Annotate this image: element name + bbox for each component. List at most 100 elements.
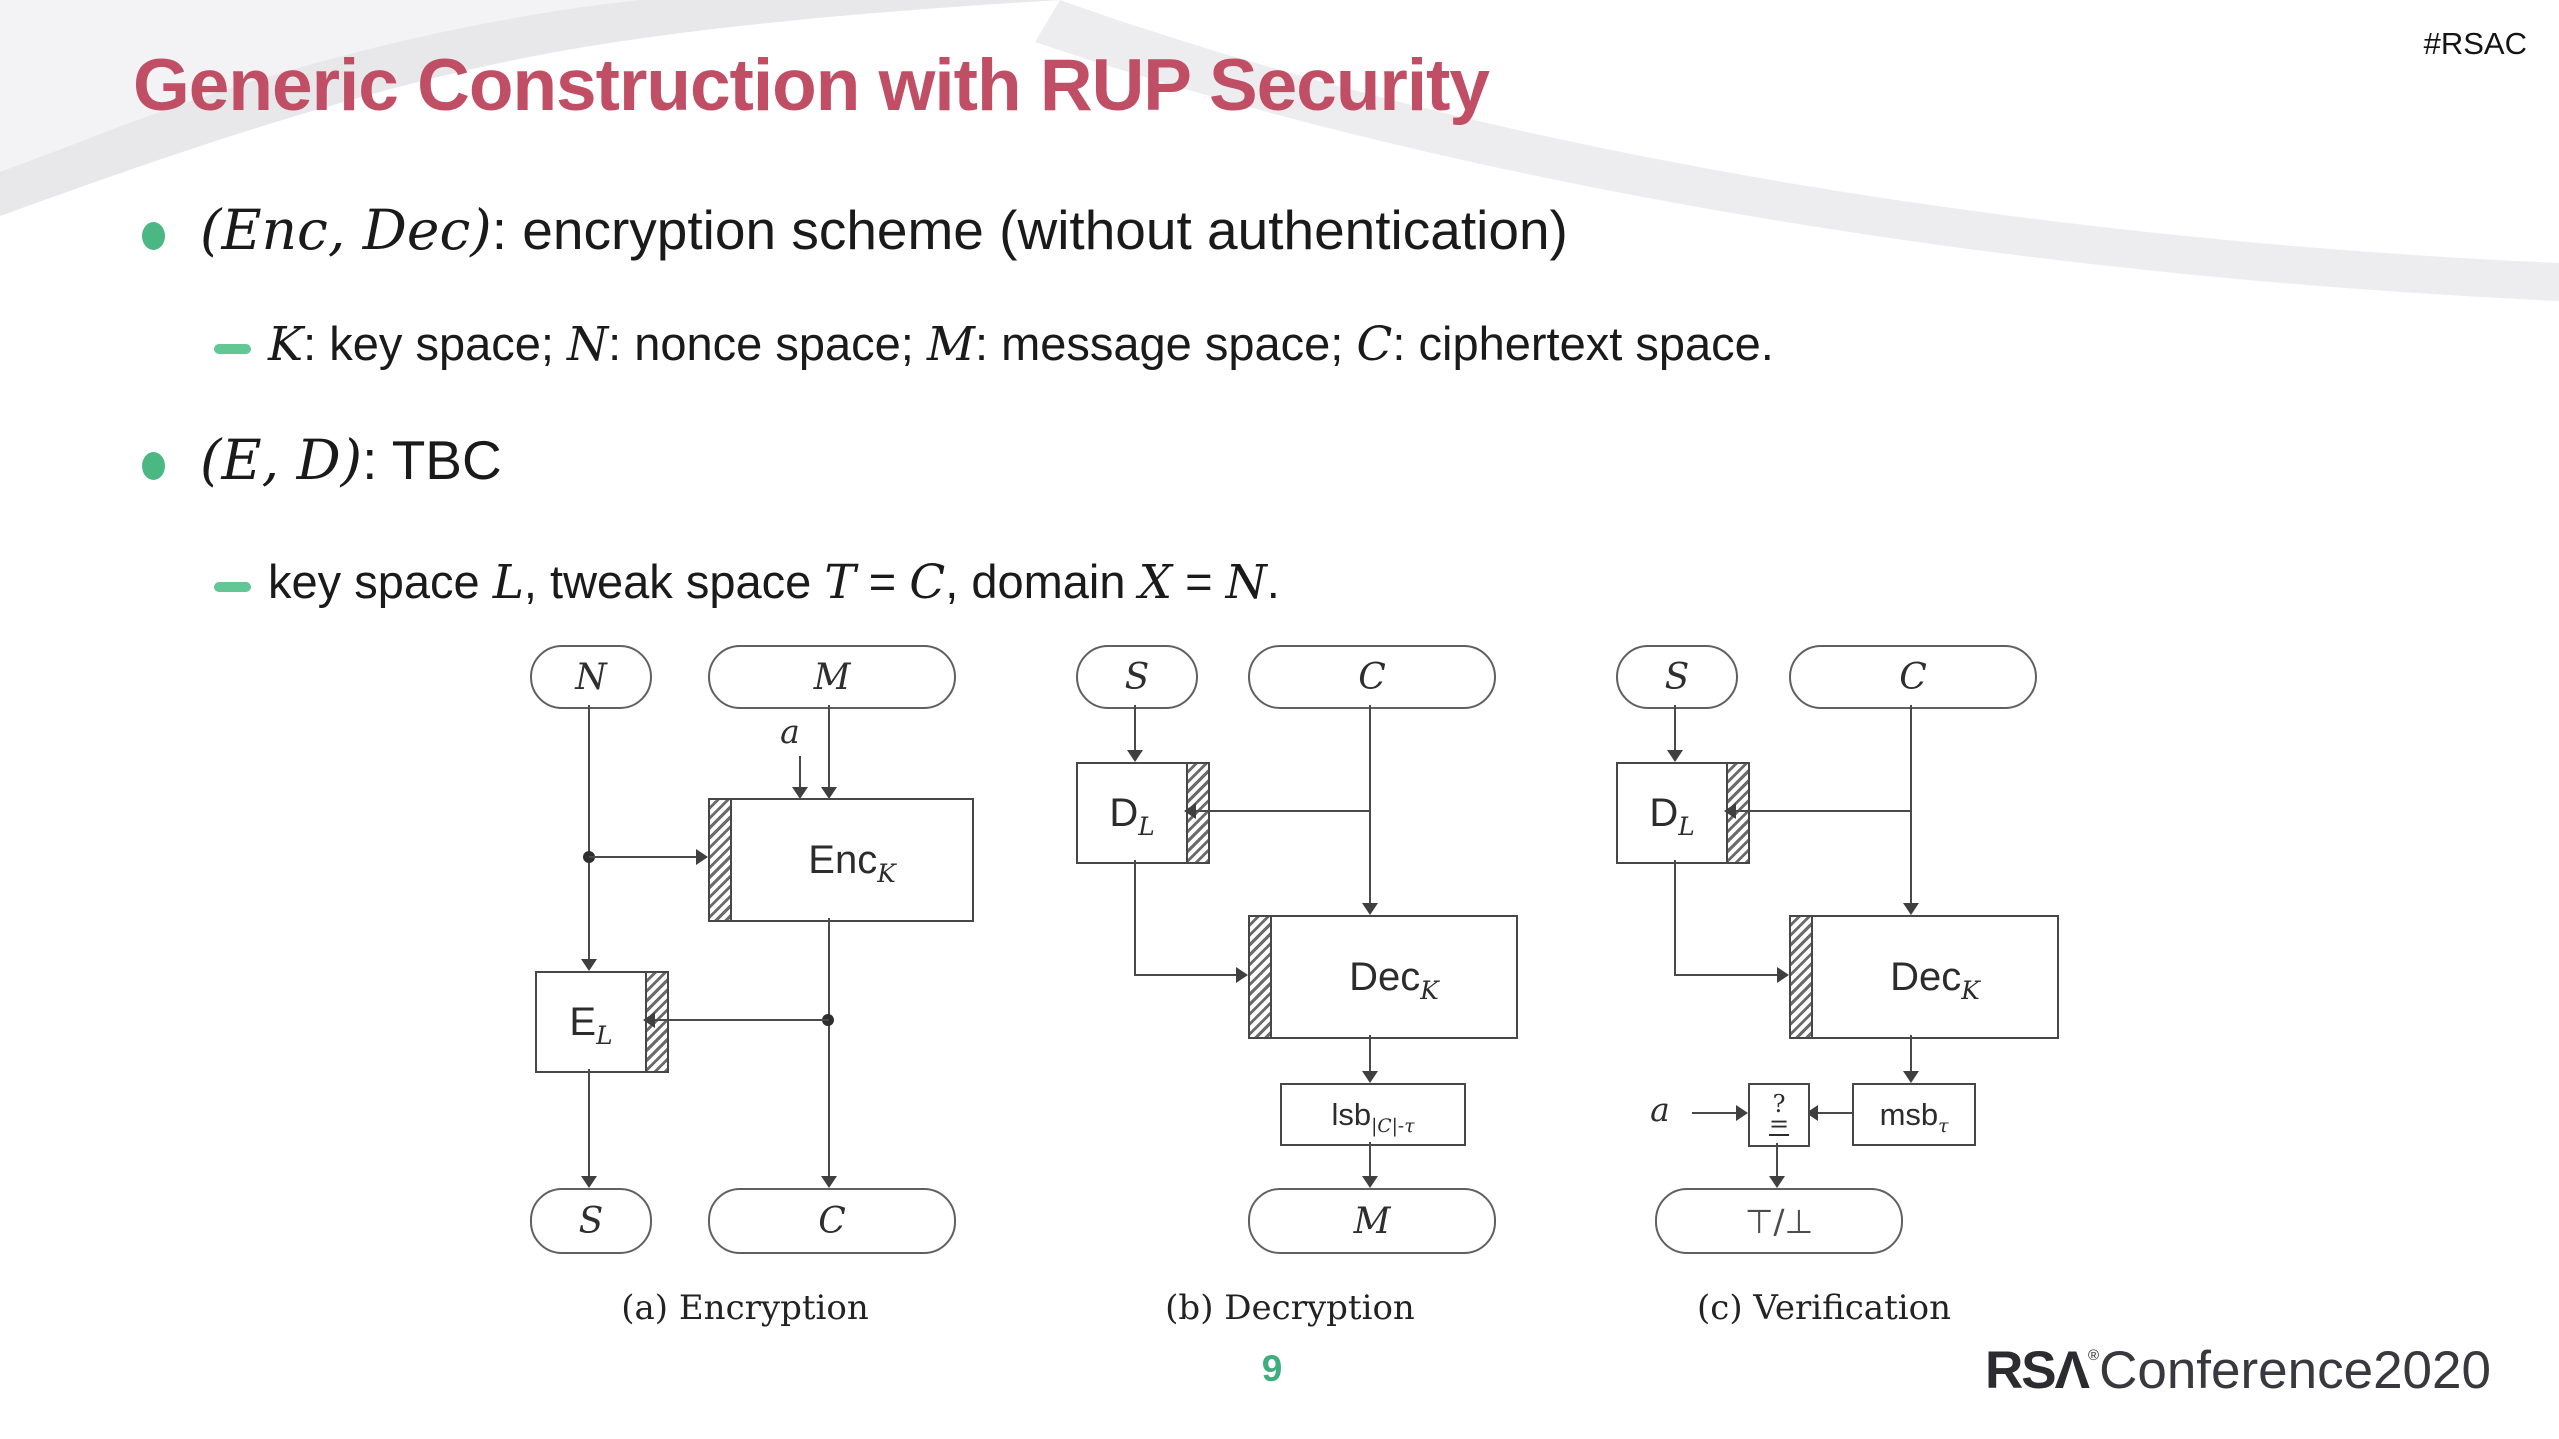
node-s: S bbox=[530, 1188, 652, 1254]
flow-line bbox=[1776, 1143, 1778, 1176]
bullet-item-enc-dec: (Enc, Dec): encryption scheme (without a… bbox=[200, 198, 1568, 262]
arrowhead bbox=[1736, 1105, 1748, 1121]
text-segment: N bbox=[566, 317, 609, 372]
dec-subscript: K bbox=[1420, 975, 1439, 1005]
flow-line bbox=[1818, 1112, 1852, 1114]
flow-line bbox=[588, 1069, 590, 1176]
aux-a-label: a bbox=[780, 712, 800, 751]
dec-subscript: K bbox=[1961, 975, 1980, 1005]
flow-line bbox=[1674, 705, 1676, 752]
arrowhead bbox=[1362, 903, 1378, 915]
node-s: S bbox=[1616, 645, 1738, 709]
lsb-box: lsb|C|-τ bbox=[1280, 1083, 1466, 1146]
flow-line bbox=[1910, 705, 1912, 903]
msb-box: msbτ bbox=[1852, 1083, 1976, 1146]
text-segment: : TBC bbox=[362, 429, 502, 491]
node-label: C bbox=[818, 1200, 846, 1242]
subbullet-tbc-spaces: key space L, tweak space T = C, domain X… bbox=[268, 554, 1280, 610]
rsac-hashtag: #RSAC bbox=[2423, 26, 2527, 61]
node-n: N bbox=[530, 645, 652, 709]
node-m: M bbox=[1248, 1188, 1496, 1254]
flow-line bbox=[589, 856, 696, 858]
flow-line bbox=[1674, 860, 1676, 976]
arrowhead bbox=[1362, 1071, 1378, 1083]
slide-title: Generic Construction with RUP Security bbox=[133, 45, 1490, 126]
enc-text: Enc bbox=[808, 837, 878, 882]
node-label: S bbox=[1664, 656, 1690, 698]
arrowhead bbox=[821, 1176, 837, 1188]
flow-line bbox=[655, 1019, 829, 1021]
equality-check-box: ? = bbox=[1748, 1083, 1810, 1147]
node-top-bottom: ⊤/⊥ bbox=[1655, 1188, 1903, 1254]
question-mark: ? bbox=[1772, 1089, 1786, 1118]
dec-label: DecK bbox=[1349, 954, 1439, 1003]
lsb-subscript: |C|-τ bbox=[1371, 1115, 1415, 1137]
msb-label: msbτ bbox=[1879, 1096, 1949, 1136]
text-segment: K bbox=[268, 317, 304, 372]
flow-line bbox=[1196, 810, 1370, 812]
msb-text: msb bbox=[1879, 1096, 1939, 1132]
bullet-marker bbox=[142, 222, 165, 250]
flow-line bbox=[1910, 1035, 1912, 1071]
flow-line bbox=[1736, 810, 1910, 812]
el-label: EL bbox=[569, 999, 612, 1048]
flow-line bbox=[1369, 705, 1371, 903]
node-label: M bbox=[1353, 1200, 1391, 1242]
equals-sign: = bbox=[1768, 1110, 1790, 1138]
dec-text: Dec bbox=[1890, 954, 1962, 999]
flow-line bbox=[828, 705, 830, 789]
flow-line bbox=[1134, 705, 1136, 752]
text-segment: C bbox=[1356, 317, 1393, 372]
enc-subscript: K bbox=[877, 858, 896, 888]
enc-label: EncK bbox=[808, 837, 895, 886]
arrowhead bbox=[1903, 1071, 1919, 1083]
arrowhead bbox=[581, 1176, 597, 1188]
dec-label: DecK bbox=[1890, 954, 1980, 1003]
dec-box: DecK bbox=[1248, 915, 1518, 1039]
figure-caption-a: (a) Encryption bbox=[621, 1288, 869, 1328]
bullet-marker bbox=[142, 452, 165, 480]
text-segment: = bbox=[855, 555, 910, 608]
rsa-conference-logo: RSΛ®Conference2020 bbox=[1985, 1340, 2491, 1401]
node-label: C bbox=[1358, 656, 1386, 698]
arrowhead bbox=[696, 849, 708, 865]
text-segment: key space bbox=[268, 555, 493, 608]
logo-registered-mark: ® bbox=[2088, 1347, 2100, 1364]
dec-text: Dec bbox=[1349, 954, 1421, 999]
arrowhead bbox=[1362, 1176, 1378, 1188]
text-segment: L bbox=[492, 555, 524, 610]
text-segment: : key space; bbox=[303, 317, 567, 370]
node-label: ⊤/⊥ bbox=[1744, 1201, 1814, 1241]
dl-subscript: L bbox=[1138, 811, 1155, 841]
el-box: EL bbox=[535, 971, 669, 1073]
flow-line bbox=[1134, 974, 1236, 976]
aux-a-label: a bbox=[1650, 1090, 1670, 1129]
flow-line bbox=[828, 918, 830, 1176]
text-segment: N bbox=[1225, 555, 1267, 610]
flow-line bbox=[799, 756, 801, 788]
el-subscript: L bbox=[596, 1020, 613, 1050]
flow-line bbox=[1369, 1142, 1371, 1176]
arrowhead bbox=[1777, 967, 1789, 983]
arrowhead bbox=[1769, 1176, 1785, 1188]
text-segment: M bbox=[926, 317, 975, 372]
flow-line bbox=[1692, 1112, 1736, 1114]
node-m: M bbox=[708, 645, 956, 709]
text-segment: : nonce space; bbox=[608, 317, 927, 370]
enc-box: EncK bbox=[708, 798, 974, 922]
figure-caption-c: (c) Verification bbox=[1697, 1288, 1951, 1328]
arrowhead bbox=[1236, 967, 1248, 983]
arrowhead bbox=[1667, 750, 1683, 762]
text-segment: : message space; bbox=[975, 317, 1357, 370]
text-segment: (E, D) bbox=[200, 428, 363, 492]
text-segment: . bbox=[1266, 555, 1280, 608]
el-text: E bbox=[569, 999, 597, 1044]
node-label: M bbox=[813, 656, 851, 698]
node-label: S bbox=[1124, 656, 1150, 698]
flow-line bbox=[1369, 1035, 1371, 1071]
text-segment: (Enc, Dec) bbox=[200, 198, 492, 262]
text-segment: C bbox=[909, 555, 946, 610]
dl-label: DL bbox=[1649, 791, 1694, 839]
node-c: C bbox=[1248, 645, 1496, 709]
dl-label: DL bbox=[1109, 791, 1154, 839]
